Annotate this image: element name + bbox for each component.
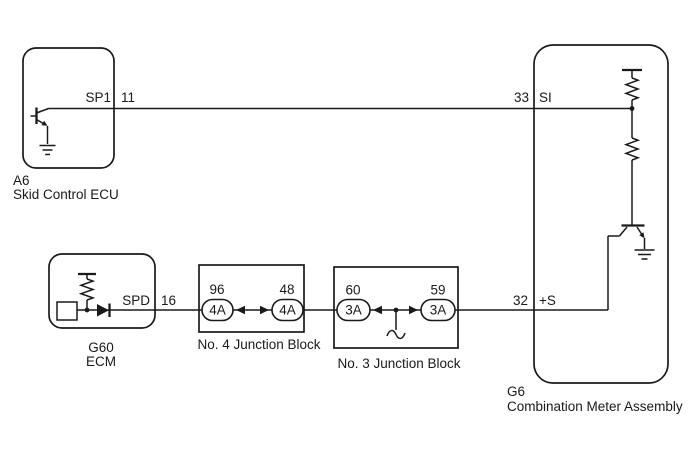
component-name-skid-control-ecu: Skid Control ECU [13,187,119,202]
skid-control-ecu-box [22,47,115,169]
component-name-ecm: ECM [86,354,116,369]
sensor-block-icon [56,301,78,321]
resistor-icon [78,278,96,301]
arrowhead-icon [373,305,382,315]
connector-oval-4a-right [271,298,304,322]
junction-dot [84,307,90,313]
squiggle-icon [386,329,406,340]
transistor-icon [618,224,645,239]
connector-label-4a-right: 4A [279,303,296,318]
junction-block-4-name: No. 4 Junction Block [197,337,320,352]
connector-oval-3a-right [420,298,456,322]
pin-number-33: 33 [514,90,529,105]
component-code-g6: G6 [507,384,525,399]
junction-block-3-name: No. 3 Junction Block [337,356,460,371]
component-code-a6: A6 [13,173,30,188]
pin-label-sp1: SP1 [85,90,111,105]
junction-dot [629,106,635,111]
resistor-icon [623,77,641,101]
junction-block-3-outline [333,266,459,349]
connector-label-4a-left: 4A [209,303,226,318]
connector-oval-4a-left [201,298,234,322]
pin-label-plus-s: +S [539,293,556,308]
pin-number-60: 60 [345,283,360,298]
ecm-box [48,253,156,329]
pin-number-16: 16 [161,293,176,308]
arrowhead-icon [260,305,269,315]
resistor-icon [623,137,641,161]
skid-control-ecu-outline [22,47,115,169]
junction-block-4-outline [198,264,305,333]
transistor-icon [30,107,49,126]
pin-label-si: SI [539,90,552,105]
junction-block-3 [333,266,459,349]
arrowhead-icon [236,305,245,315]
ground-icon [634,249,655,260]
pin-number-96: 96 [209,282,224,297]
combination-meter-outline [533,44,669,384]
junction-block-4 [198,264,305,333]
component-code-g60: G60 [88,340,114,355]
combination-meter-box [533,44,669,384]
arrowhead-icon [409,305,418,315]
component-name-combination-meter: Combination Meter Assembly [507,399,683,414]
pin-number-59: 59 [430,283,445,298]
pin-number-48: 48 [279,282,294,297]
connector-label-3a-left: 3A [345,303,362,318]
ecm-outline [48,253,156,329]
pin-number-32: 32 [513,293,528,308]
ground-icon [39,144,56,156]
diode-icon [97,303,111,317]
pin-number-11: 11 [121,90,135,105]
connector-label-3a-right: 3A [430,303,447,318]
pin-label-spd: SPD [122,293,150,308]
connector-oval-3a-left [336,298,371,322]
